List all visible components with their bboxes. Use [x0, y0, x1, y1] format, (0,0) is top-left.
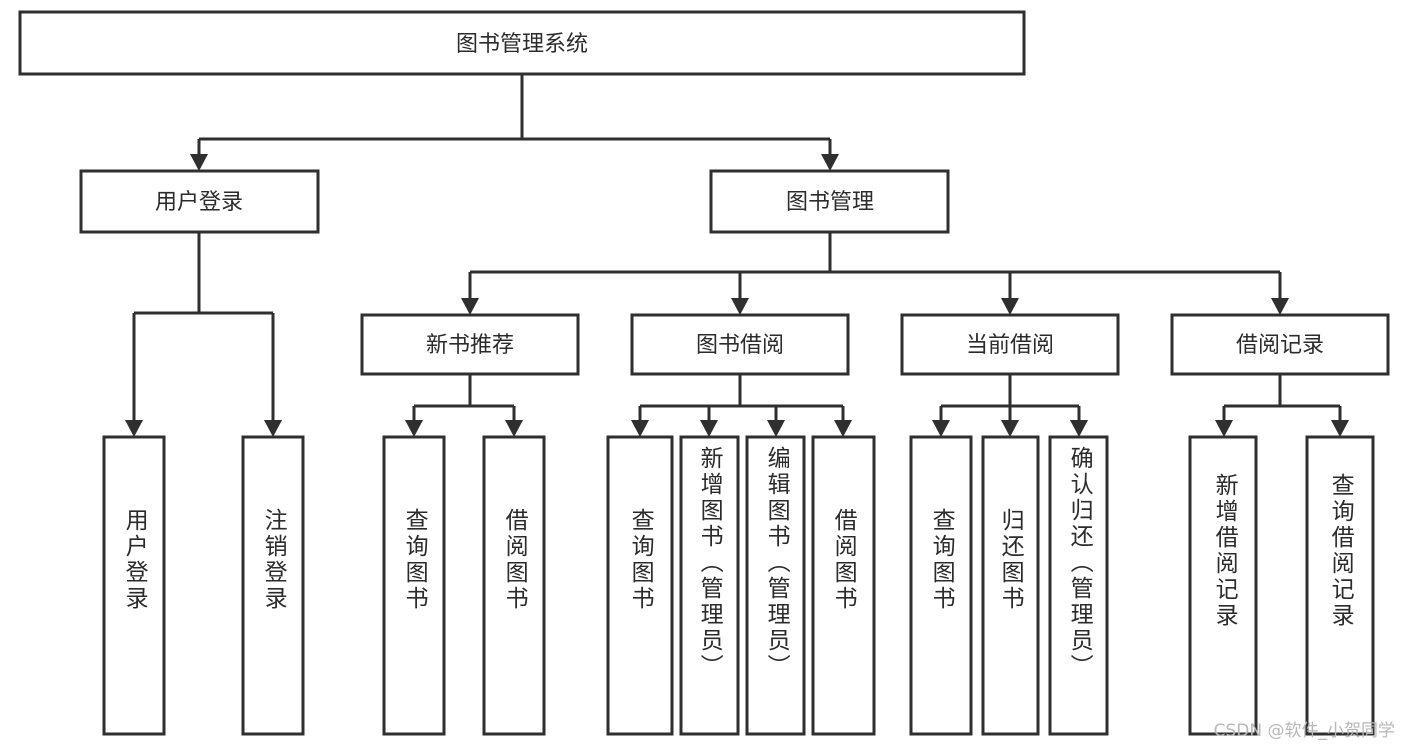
leaf-box-add-record[interactable] — [1188, 435, 1258, 736]
node-new-book-recommend-label: 新书推荐 — [426, 333, 514, 358]
node-new-book-recommend[interactable]: 新书推荐 — [360, 313, 580, 376]
node-current-borrow[interactable]: 当前借阅 — [900, 313, 1120, 376]
connector-bookborrow-to-leaves — [631, 374, 852, 437]
node-book-borrow-label: 图书借阅 — [696, 333, 784, 358]
leaf-box-query-book-3[interactable] — [909, 435, 973, 736]
leaf-box-user-login[interactable] — [102, 435, 166, 736]
leaf-box-query-book-2[interactable] — [606, 435, 674, 736]
connector-borrowrecord-to-leaves — [1215, 374, 1349, 437]
node-borrow-record-label: 借阅记录 — [1236, 333, 1324, 358]
leaf-box-query-record[interactable] — [1305, 435, 1375, 736]
leaf-boxes — [102, 435, 1375, 736]
leaf-box-logout[interactable] — [241, 435, 305, 736]
node-book-borrow[interactable]: 图书借阅 — [630, 313, 850, 376]
node-book-management[interactable]: 图书管理 — [709, 169, 950, 234]
connector-newbook-to-leaves — [405, 374, 523, 437]
connector-root-to-level2 — [190, 74, 839, 171]
node-user-login[interactable]: 用户登录 — [79, 169, 320, 234]
node-root[interactable]: 图书管理系统 — [18, 10, 1026, 76]
connector-userlogin-to-leaves — [125, 232, 282, 437]
leaf-box-borrow-book-2[interactable] — [811, 435, 876, 736]
node-book-management-label: 图书管理 — [786, 190, 874, 215]
node-user-login-label: 用户登录 — [155, 190, 243, 215]
leaf-box-return-book[interactable] — [981, 435, 1040, 736]
leaf-box-edit-book[interactable] — [745, 435, 806, 736]
leaf-box-borrow-book-1[interactable] — [482, 435, 546, 736]
leaf-box-add-book[interactable] — [679, 435, 740, 736]
node-current-borrow-label: 当前借阅 — [966, 333, 1054, 358]
node-root-label: 图书管理系统 — [456, 32, 588, 57]
csdn-watermark: CSDN @软件_小贺同学 — [1213, 721, 1395, 741]
connector-bookmgmt-to-level3 — [461, 232, 1289, 315]
leaf-box-query-book-1[interactable] — [382, 435, 446, 736]
leaf-box-confirm-return[interactable] — [1048, 435, 1109, 736]
connector-currentborrow-to-leaves — [932, 374, 1088, 437]
node-borrow-record[interactable]: 借阅记录 — [1170, 313, 1390, 376]
